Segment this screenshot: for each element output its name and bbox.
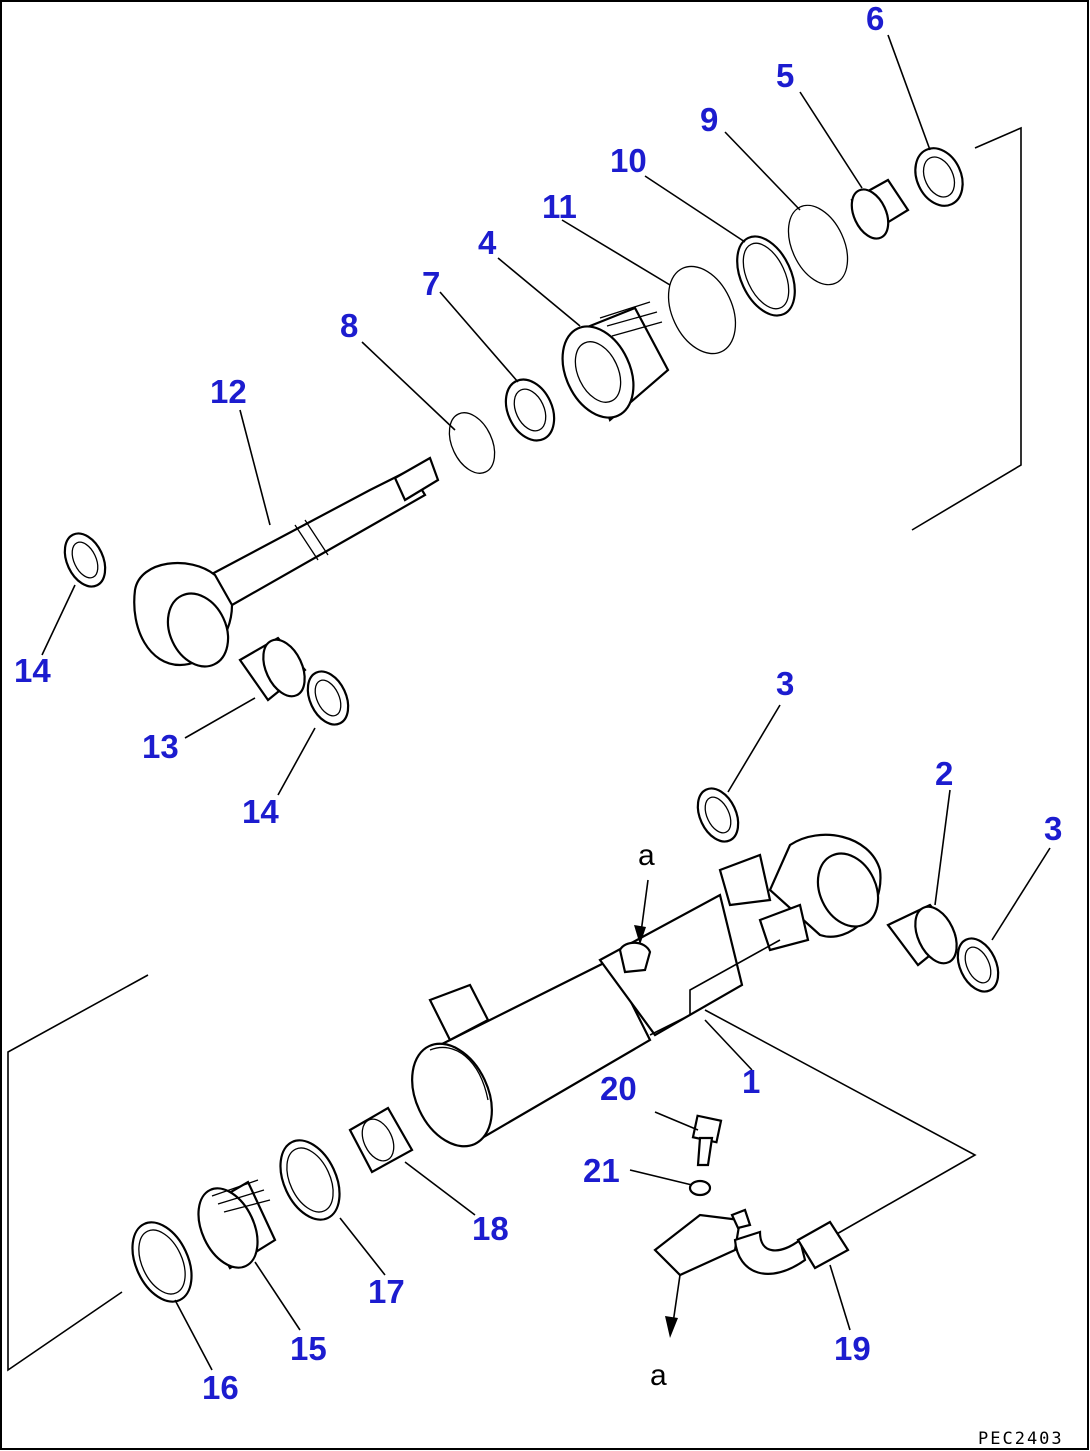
callout-13: 13	[142, 728, 179, 765]
part-20-bolt	[691, 1114, 723, 1167]
callout-15: 15	[290, 1330, 327, 1367]
callout-3-right: 3	[1044, 810, 1062, 847]
assembly-bracket-lower	[7, 974, 149, 1372]
part-5-bushing	[850, 178, 910, 240]
ref-a-top-arrowhead	[634, 925, 646, 945]
part-18-nut	[348, 1106, 414, 1174]
callout-18: 18	[472, 1210, 509, 1247]
callout-3-upper: 3	[776, 665, 794, 702]
part-3-ring-right	[956, 937, 1000, 993]
part-16-ring	[131, 1221, 193, 1303]
part-14-seal-bottom	[306, 670, 350, 726]
callout-9: 9	[700, 101, 718, 138]
part-4-head	[561, 301, 670, 422]
callout-20: 20	[600, 1070, 637, 1107]
drawing-code: PEC2403	[978, 1429, 1064, 1449]
part-21-washer	[688, 1179, 712, 1197]
callout-6: 6	[866, 0, 884, 37]
part-12-rod	[133, 456, 440, 668]
callout-21: 21	[583, 1152, 620, 1189]
callout-2: 2	[935, 755, 953, 792]
callout-12: 12	[210, 373, 247, 410]
part-10-ring	[736, 235, 796, 317]
part-6-ring	[914, 147, 964, 207]
part-17-ring	[279, 1139, 341, 1221]
callout-10: 10	[610, 142, 647, 179]
callout-14-top: 14	[14, 652, 51, 689]
pipe-bracket-line	[704, 1009, 977, 1236]
part-2-bushing	[886, 903, 958, 967]
callout-5: 5	[776, 57, 794, 94]
callout-16: 16	[202, 1369, 239, 1406]
callout-1: 1	[742, 1063, 760, 1100]
part-1-cylinder	[411, 833, 882, 1148]
ref-a-bottom: a	[650, 1359, 667, 1392]
part-3-ring-upper	[696, 787, 740, 843]
callout-19: 19	[834, 1330, 871, 1367]
part-7-ring	[504, 378, 556, 442]
part-19-pipe	[653, 1208, 850, 1277]
part-11-o-ring	[667, 265, 737, 355]
ref-a-top: a	[638, 839, 655, 872]
part-14-seal-top	[63, 532, 107, 588]
callout-17: 17	[368, 1273, 405, 1310]
part-15-piston	[197, 1179, 277, 1270]
leader-lines	[41, 34, 1051, 1371]
part-8-snap-ring	[448, 412, 496, 474]
callout-labels: 1 2 3 3 4 5 6 7 8 9 10 11 12 13 14 14 15…	[14, 0, 1062, 1406]
callout-14-bottom: 14	[242, 793, 279, 830]
callout-7: 7	[422, 265, 440, 302]
callout-8: 8	[340, 307, 358, 344]
part-13-bushing	[238, 636, 307, 702]
assembly-bracket-upper	[911, 126, 1022, 531]
part-9-o-ring	[787, 204, 849, 286]
ref-a-bottom-arrowhead	[665, 1316, 678, 1338]
callout-11: 11	[542, 188, 577, 225]
callout-4: 4	[478, 224, 497, 261]
